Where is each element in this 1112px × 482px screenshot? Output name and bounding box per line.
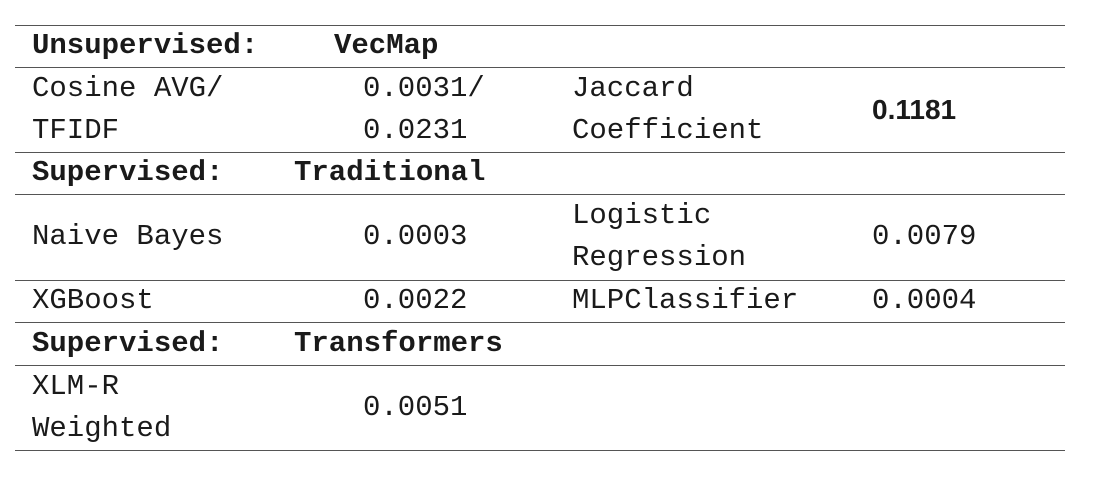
section-label: Supervised: [32,156,224,189]
rule-bottom [15,450,1065,451]
method-score: 0.0022 [363,284,468,317]
section-name: Traditional [294,156,486,189]
method-name: Naive Bayes [32,220,224,253]
method-score: 0.0079 [872,220,977,253]
rule-top [15,25,1065,26]
rule-below-vecmap-row [15,152,1065,153]
method-name: XGBoost [32,284,154,317]
method-name: Logistic Regression [572,199,747,274]
rule-below-xgb-row [15,322,1065,323]
method-score: 0.0051 [363,391,468,424]
rule-below-traditional-header [15,194,1065,195]
method-name: Cosine AVG/ TFIDF [32,72,224,147]
method-score: 0.0003 [363,220,468,253]
method-name: MLPClassifier [572,284,799,317]
method-score: 0.0004 [872,284,977,317]
section-name: Transformers [294,327,503,360]
method-score: 0.0031/ 0.0231 [363,72,485,147]
method-score-best: 0.1181 [872,94,957,125]
rule-below-transformers-header [15,365,1065,366]
method-name: XLM-R Weighted [32,370,172,445]
section-label: Supervised: [32,327,224,360]
rule-below-vecmap-header [15,67,1065,68]
section-name: VecMap [334,29,439,62]
section-label: Unsupervised: [32,29,259,62]
rule-below-nb-row [15,280,1065,281]
method-name: Jaccard Coefficient [572,72,764,147]
